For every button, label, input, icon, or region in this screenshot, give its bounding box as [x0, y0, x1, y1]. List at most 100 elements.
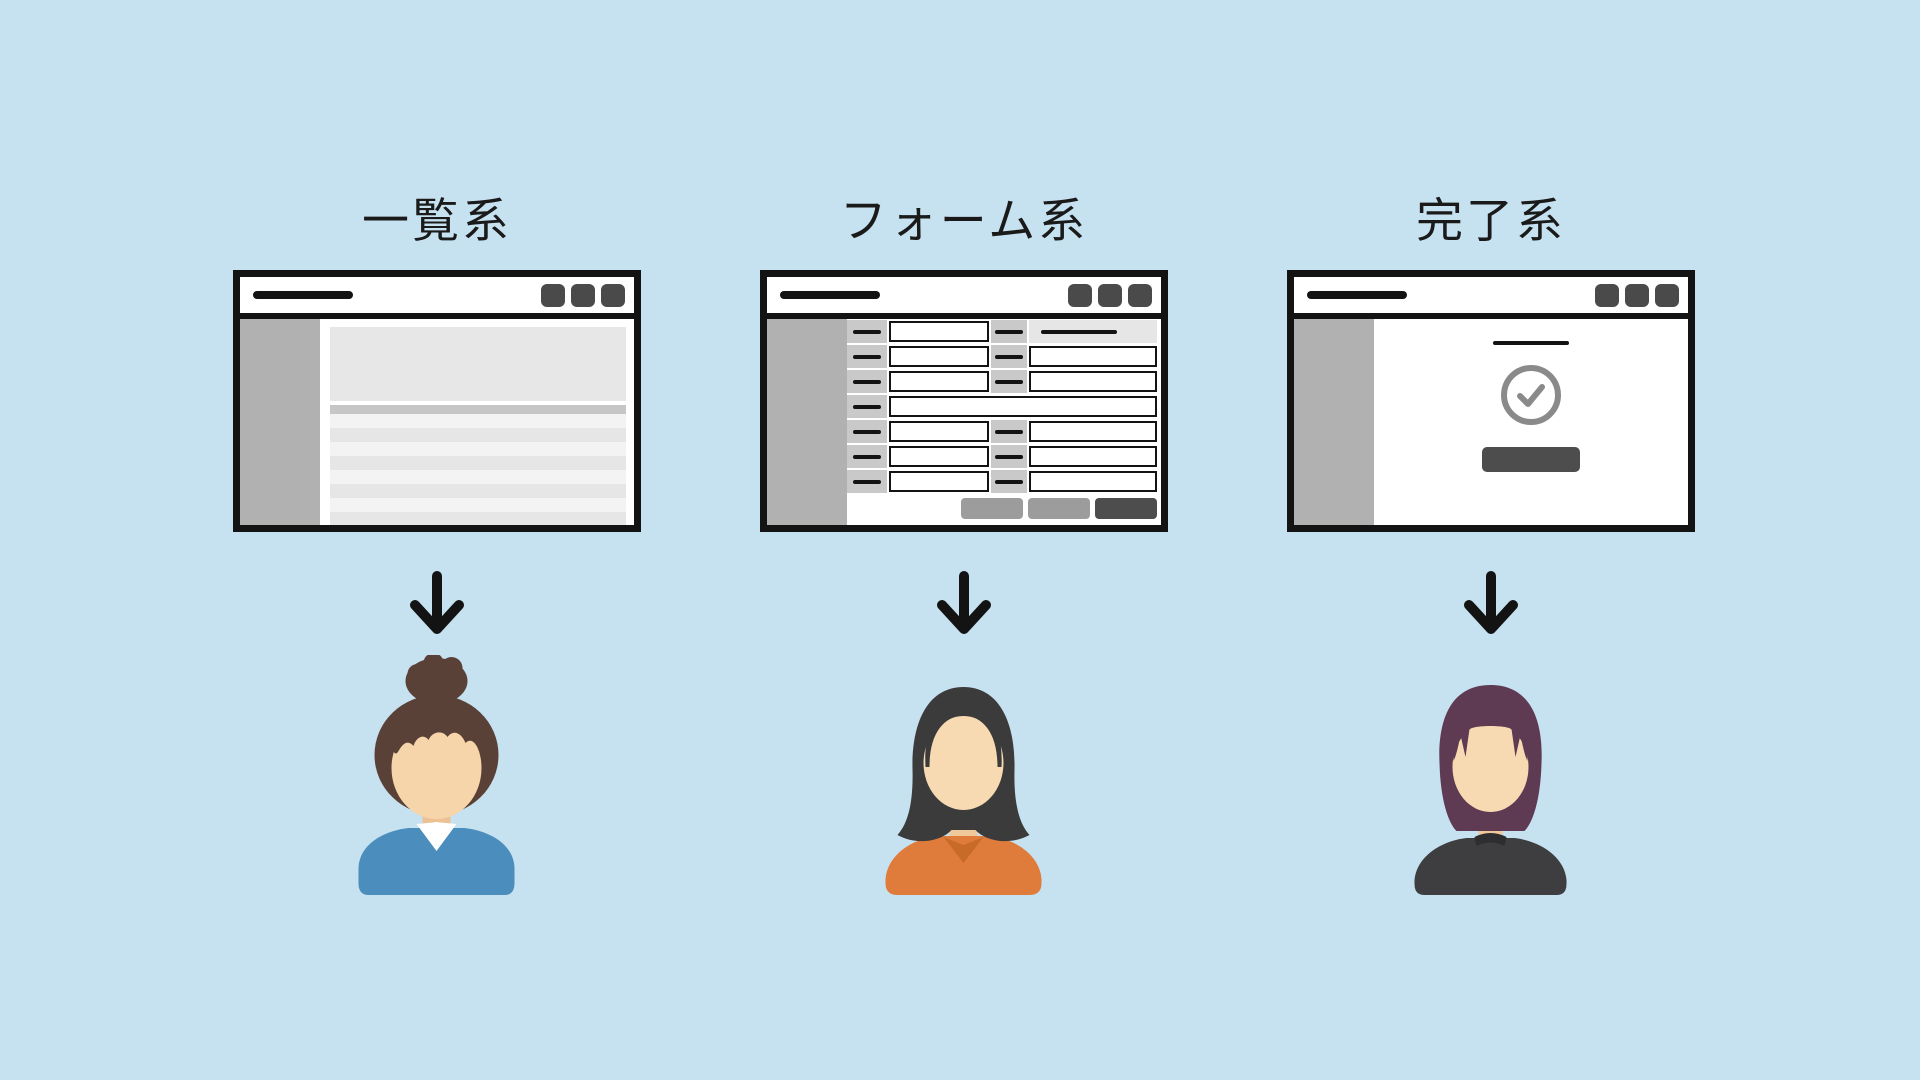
column-completion-screen: 完了系	[1287, 0, 1695, 1080]
form-row-wide	[847, 395, 1157, 418]
text-input-placeholder	[889, 346, 989, 367]
browser-window-list-mockup	[233, 270, 641, 532]
column-list-screen: 一覧系	[233, 0, 641, 1080]
window-control-icon	[1595, 283, 1619, 307]
window-titlebar	[1294, 277, 1688, 319]
sidebar-placeholder	[240, 319, 320, 525]
field-label-placeholder	[847, 395, 887, 418]
text-input-placeholder	[1029, 371, 1157, 392]
form-row	[847, 470, 1157, 493]
list-content	[320, 319, 634, 525]
list-row	[330, 428, 626, 442]
window-control-icon	[1655, 283, 1679, 307]
hero-panel-placeholder	[330, 327, 626, 401]
form-row	[847, 445, 1157, 468]
static-text-placeholder	[1029, 320, 1157, 343]
label-dash	[995, 479, 1023, 484]
field-label-placeholder	[847, 420, 887, 443]
window-title-placeholder	[780, 291, 880, 299]
window-control-icon	[1098, 283, 1122, 307]
field-label-placeholder	[991, 320, 1027, 343]
avatar-woman-bun	[355, 653, 520, 895]
field-label-placeholder	[991, 345, 1027, 368]
field-label-placeholder	[991, 370, 1027, 393]
completion-content	[1374, 319, 1688, 525]
heading-text-placeholder	[1493, 341, 1569, 345]
text-input-placeholder	[1029, 346, 1157, 367]
label-dash	[853, 479, 881, 484]
down-arrow-icon	[406, 570, 468, 644]
label-dash	[853, 379, 881, 384]
text-input-placeholder	[889, 371, 989, 392]
column-title-completion: 完了系	[1416, 194, 1566, 247]
check-circle-icon	[1499, 363, 1563, 427]
form-action-buttons	[847, 498, 1157, 519]
text-input-placeholder	[889, 471, 989, 492]
text-input-placeholder	[1029, 446, 1157, 467]
field-label-placeholder	[847, 345, 887, 368]
static-text-line	[1041, 329, 1117, 334]
label-dash	[995, 454, 1023, 459]
form-row	[847, 420, 1157, 443]
text-input-placeholder	[889, 396, 1157, 417]
sidebar-placeholder	[1294, 319, 1374, 525]
label-dash	[995, 329, 1023, 334]
list-row	[330, 484, 626, 498]
label-dash	[853, 429, 881, 434]
list-row	[330, 512, 626, 525]
text-input-placeholder	[889, 321, 989, 342]
sidebar-placeholder	[767, 319, 847, 525]
window-controls	[541, 283, 625, 307]
label-dash	[995, 429, 1023, 434]
list-row	[330, 470, 626, 484]
window-control-icon	[541, 283, 565, 307]
window-control-icon	[1625, 283, 1649, 307]
label-dash	[853, 354, 881, 359]
label-dash	[995, 379, 1023, 384]
form-row	[847, 320, 1157, 343]
window-controls	[1595, 283, 1679, 307]
label-dash	[995, 354, 1023, 359]
field-label-placeholder	[991, 445, 1027, 468]
text-input-placeholder	[1029, 471, 1157, 492]
field-label-placeholder	[991, 420, 1027, 443]
label-dash	[853, 404, 881, 409]
text-input-placeholder	[1029, 421, 1157, 442]
text-input-placeholder	[889, 446, 989, 467]
list-row	[330, 498, 626, 512]
list-row	[330, 414, 626, 428]
column-form-screen: フォーム系	[760, 0, 1168, 1080]
list-header-placeholder	[330, 405, 626, 414]
window-titlebar	[240, 277, 634, 319]
avatar-woman-long-hair	[882, 683, 1047, 895]
field-label-placeholder	[847, 370, 887, 393]
window-body	[240, 319, 634, 525]
down-arrow-icon	[1460, 570, 1522, 644]
window-control-icon	[571, 283, 595, 307]
window-body	[767, 319, 1161, 525]
primary-button-placeholder	[1095, 498, 1157, 519]
window-title-placeholder	[253, 291, 353, 299]
label-dash	[853, 329, 881, 334]
window-control-icon	[1068, 283, 1092, 307]
window-body	[1294, 319, 1688, 525]
label-dash	[853, 454, 881, 459]
field-label-placeholder	[991, 470, 1027, 493]
window-control-icon	[601, 283, 625, 307]
browser-window-form-mockup	[760, 270, 1168, 532]
column-title-list: 一覧系	[362, 194, 512, 247]
field-label-placeholder	[847, 470, 887, 493]
window-titlebar	[767, 277, 1161, 319]
field-label-placeholder	[847, 445, 887, 468]
browser-window-completion-mockup	[1287, 270, 1695, 532]
down-arrow-icon	[933, 570, 995, 644]
form-row	[847, 370, 1157, 393]
window-control-icon	[1128, 283, 1152, 307]
secondary-button-placeholder	[1028, 498, 1090, 519]
form-row	[847, 345, 1157, 368]
form-content	[847, 319, 1161, 525]
window-title-placeholder	[1307, 291, 1407, 299]
secondary-button-placeholder	[961, 498, 1023, 519]
column-title-form: フォーム系	[839, 194, 1089, 247]
